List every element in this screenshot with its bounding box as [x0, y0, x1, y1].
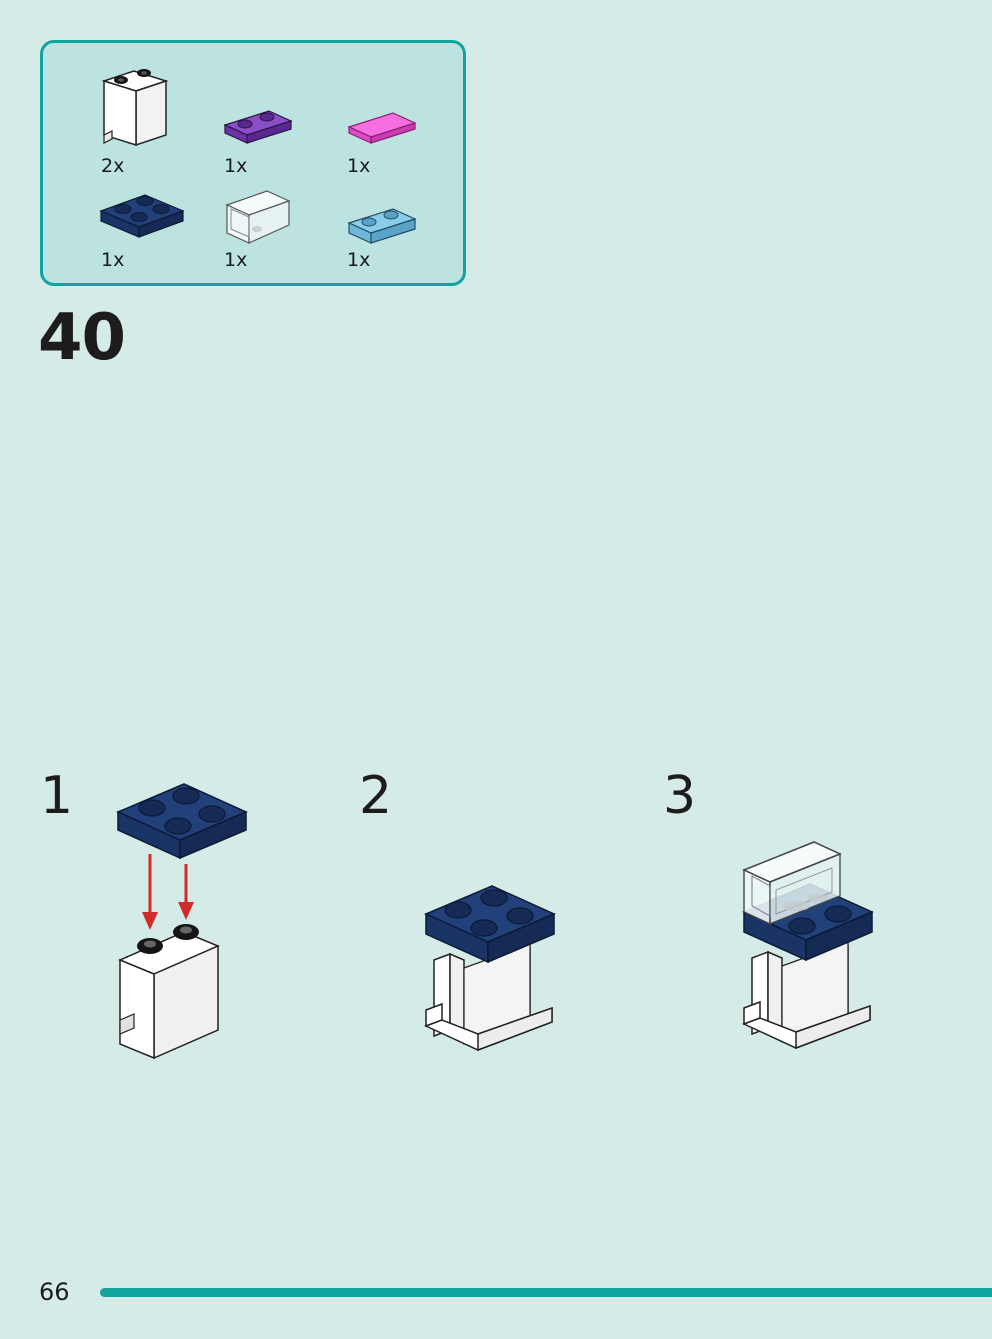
part-quantity: 1x [347, 155, 371, 177]
footer-accent-bar [100, 1288, 992, 1297]
dark-blue-plate-icon [99, 187, 185, 247]
part-quantity: 1x [224, 155, 248, 177]
light-blue-plate-icon [345, 203, 417, 249]
pink-tile-icon [345, 109, 417, 149]
step-2-assembly-figure-icon [420, 880, 560, 1070]
step-1-assembly-figure-icon [110, 778, 250, 1068]
part-quantity: 1x [347, 249, 371, 271]
parts-callout: 2x 1x 1x 1x [40, 40, 466, 286]
part-quantity: 1x [101, 249, 125, 271]
part-quantity: 2x [101, 155, 125, 177]
sub-step-number: 1 [40, 766, 74, 826]
page-number: 66 [39, 1278, 70, 1306]
white-panel-piece-icon [98, 63, 169, 153]
main-step-number: 40 [38, 301, 126, 375]
transparent-panel-icon [223, 185, 293, 249]
part-quantity: 1x [224, 249, 248, 271]
sub-step-number: 3 [663, 766, 697, 826]
step-3-assembly-figure-icon [738, 838, 878, 1068]
sub-step-number: 2 [359, 766, 393, 826]
purple-plate-icon [221, 105, 293, 149]
